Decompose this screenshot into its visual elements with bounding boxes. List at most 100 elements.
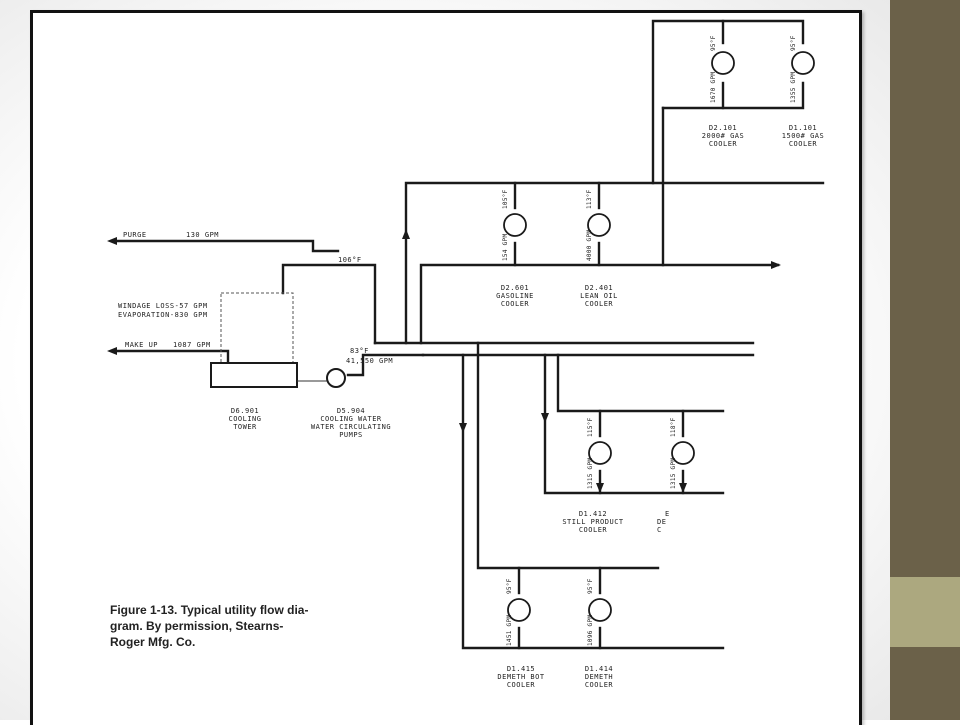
c401-label-3: COOLER bbox=[585, 300, 614, 308]
cooler-d1-413 bbox=[671, 441, 695, 465]
c101b-label-1: D1.101 bbox=[789, 124, 817, 132]
c414-label-1: D1.414 bbox=[585, 665, 613, 673]
riser-101 bbox=[651, 19, 805, 185]
c401-label-2: LEAN OIL bbox=[580, 292, 618, 300]
arrow-makeup bbox=[107, 347, 117, 355]
c101a-label-1: D2.101 bbox=[709, 124, 737, 132]
c101b-temp: 95°F bbox=[790, 35, 797, 51]
c601-label-3: COOLER bbox=[501, 300, 530, 308]
c415-temp: 95°F bbox=[506, 578, 513, 594]
stream-labels: PURGE 130 GPM WINDAGE LOSS-57 GPM EVAPOR… bbox=[118, 231, 393, 439]
c101a-flow: 1670 GPM bbox=[710, 72, 717, 103]
return-temp: 106°F bbox=[338, 256, 362, 264]
branch-101-bottom bbox=[661, 81, 805, 110]
arrow-542 bbox=[541, 413, 549, 423]
c601-label-1: D2.601 bbox=[501, 284, 529, 292]
pumps-label-4: PUMPS bbox=[339, 431, 363, 439]
arrow-riser bbox=[402, 229, 410, 239]
makeup-flow: 1087 GPM bbox=[173, 341, 211, 349]
caption-line-1: Figure 1-13. Typical utility flow dia- bbox=[110, 603, 308, 617]
c412-label-3: COOLER bbox=[579, 526, 608, 534]
figure-caption: Figure 1-13. Typical utility flow dia- g… bbox=[110, 603, 308, 649]
windage-label: WINDAGE LOSS-57 GPM bbox=[118, 302, 208, 310]
decor-band-top bbox=[890, 0, 960, 577]
c413-flow: 1315 GPM bbox=[670, 458, 677, 489]
arrow-597-bottom bbox=[596, 483, 604, 493]
drop-lower-1 bbox=[461, 353, 725, 650]
flow-arrows bbox=[107, 229, 781, 493]
cooler-small-labels: 95°F 1670 GPM 95°F 1355 GPM 105°F 154 GP… bbox=[502, 35, 797, 646]
cooler-d2-401 bbox=[587, 213, 611, 237]
arrow-header-262 bbox=[771, 261, 781, 269]
cooling-tower bbox=[210, 292, 298, 388]
cooler-d1-414 bbox=[588, 598, 612, 622]
caption-line-3: Roger Mfg. Co. bbox=[110, 635, 195, 649]
c414-flow: 1096 GPM bbox=[587, 615, 594, 646]
arrow-460 bbox=[459, 423, 467, 433]
cooler-d1-412 bbox=[588, 441, 612, 465]
c413-label-3: C bbox=[657, 526, 662, 534]
c415-label-3: COOLER bbox=[507, 681, 536, 689]
pumps-label-2: COOLING WATER bbox=[320, 415, 382, 423]
caption-line-2: gram. By permission, Stearns- bbox=[110, 619, 283, 633]
c415-flow: 1451 GPM bbox=[506, 615, 513, 646]
c601-temp: 105°F bbox=[502, 189, 509, 209]
header-262 bbox=[419, 263, 780, 345]
c414-label-3: COOLER bbox=[585, 681, 614, 689]
decor-band-bottom bbox=[890, 647, 960, 720]
utility-flow-diagram: 95°F 1670 GPM 95°F 1355 GPM 105°F 154 GP… bbox=[107, 19, 825, 689]
arrow-680-bottom bbox=[679, 483, 687, 493]
c413-label-2: DE bbox=[657, 518, 666, 526]
drop-lower-2 bbox=[476, 341, 660, 570]
c413-label-1: E bbox=[665, 510, 670, 518]
cooler-d1-415 bbox=[507, 598, 531, 622]
purge-flow: 130 GPM bbox=[186, 231, 219, 239]
supply-temp: 83°F bbox=[350, 347, 369, 355]
c401-label-1: D2.401 bbox=[585, 284, 613, 292]
tower-label-2: COOLING bbox=[228, 415, 261, 423]
makeup-label: MAKE UP bbox=[125, 341, 158, 349]
c413-temp: 118°F bbox=[670, 417, 677, 437]
supply-line bbox=[346, 353, 425, 377]
cooler-d2-601 bbox=[503, 213, 527, 237]
c415-label-2: DEMETH BOT bbox=[497, 673, 544, 681]
coolers bbox=[503, 51, 815, 622]
figure-frame: 95°F 1670 GPM 95°F 1355 GPM 105°F 154 GP… bbox=[30, 10, 862, 725]
decor-band-middle bbox=[890, 577, 960, 647]
pipes bbox=[111, 19, 825, 650]
c101b-label-3: COOLER bbox=[789, 140, 818, 148]
c412-label-1: D1.412 bbox=[579, 510, 607, 518]
c414-temp: 95°F bbox=[587, 578, 594, 594]
tower-label-1: D6.901 bbox=[231, 407, 259, 415]
evaporation-label: EVAPORATION-830 GPM bbox=[118, 311, 208, 319]
cooler-name-labels: D2.101 2000# GAS COOLER D1.101 1500# GAS… bbox=[496, 124, 824, 689]
c101a-temp: 95°F bbox=[710, 35, 717, 51]
drop-lower-4 bbox=[556, 353, 725, 413]
purge-label: PURGE bbox=[123, 231, 147, 239]
c401-flow: 4000 GPM bbox=[586, 230, 593, 261]
c101b-flow: 1355 GPM bbox=[790, 72, 797, 103]
tower-label-3: TOWER bbox=[233, 423, 257, 431]
c101a-label-2: 2000# GAS bbox=[702, 132, 744, 140]
pumps-label-1: D5.904 bbox=[337, 407, 365, 415]
c412-flow: 1315 GPM bbox=[587, 458, 594, 489]
pump-body bbox=[326, 368, 346, 388]
return-line bbox=[281, 263, 377, 345]
circulating-pump bbox=[297, 368, 346, 388]
cooler-d2-101 bbox=[711, 51, 735, 75]
riser-upper bbox=[404, 181, 825, 345]
c601-flow: 154 GPM bbox=[502, 234, 509, 261]
supply-flow: 41,550 GPM bbox=[346, 357, 393, 365]
tower-basin bbox=[210, 362, 298, 388]
arrow-purge bbox=[107, 237, 117, 245]
purge-line bbox=[111, 239, 340, 253]
c101b-label-2: 1500# GAS bbox=[782, 132, 824, 140]
drop-lower-3 bbox=[543, 353, 725, 495]
c101a-label-3: COOLER bbox=[709, 140, 738, 148]
tower-outline bbox=[220, 292, 294, 364]
c601-label-2: GASOLINE bbox=[496, 292, 534, 300]
pumps-label-3: WATER CIRCULATING bbox=[311, 423, 391, 431]
c414-label-2: DEMETH bbox=[585, 673, 613, 681]
c415-label-1: D1.415 bbox=[507, 665, 535, 673]
c412-label-2: STILL PRODUCT bbox=[562, 518, 624, 526]
